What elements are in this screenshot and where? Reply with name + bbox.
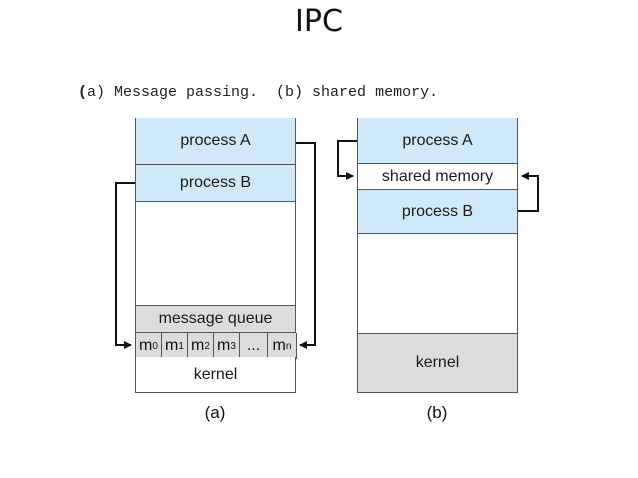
message-3-base: m	[217, 337, 231, 354]
diagram-a-process-b: process B	[135, 164, 296, 202]
arrow-process-b-to-shared-memory	[518, 172, 539, 212]
caption-text: a) Message passing. (b) shared memory.	[87, 84, 439, 101]
diagram-a-label: (a)	[204, 403, 226, 422]
diagram-b-kernel: kernel	[357, 333, 518, 393]
message-cell-ellipsis: ...	[240, 333, 268, 359]
message-n-base: m	[272, 337, 286, 354]
diagram-b-label: (b)	[426, 403, 448, 422]
diagram-a-kernel: kernel	[135, 357, 296, 393]
diagram-b-process-b: process B	[357, 189, 518, 234]
caption: (a) Message passing. (b) shared memory.	[78, 84, 438, 101]
diagram-b-process-a: process A	[357, 118, 518, 164]
message-2-base: m	[191, 337, 205, 354]
arrow-process-a-to-shared-memory	[337, 140, 357, 180]
message-ellipsis: ...	[246, 337, 261, 354]
message-1-sub: 1	[178, 340, 184, 352]
diagram-a-process-a: process A	[135, 118, 296, 165]
arrow-queue-to-process-b	[115, 182, 135, 349]
message-n-sub: n	[285, 340, 292, 352]
page-title: IPC	[295, 4, 343, 39]
message-0-base: m	[139, 337, 153, 354]
message-2-sub: 2	[204, 340, 210, 352]
message-1-base: m	[165, 337, 179, 354]
arrow-process-a-to-queue	[296, 142, 316, 349]
caption-paren: (	[78, 84, 88, 101]
message-3-sub: 3	[230, 340, 236, 352]
diagram-a-message-queue: message queue	[135, 305, 296, 333]
message-0-sub: 0	[152, 340, 158, 352]
diagram-b-shared-memory: shared memory	[357, 163, 518, 190]
